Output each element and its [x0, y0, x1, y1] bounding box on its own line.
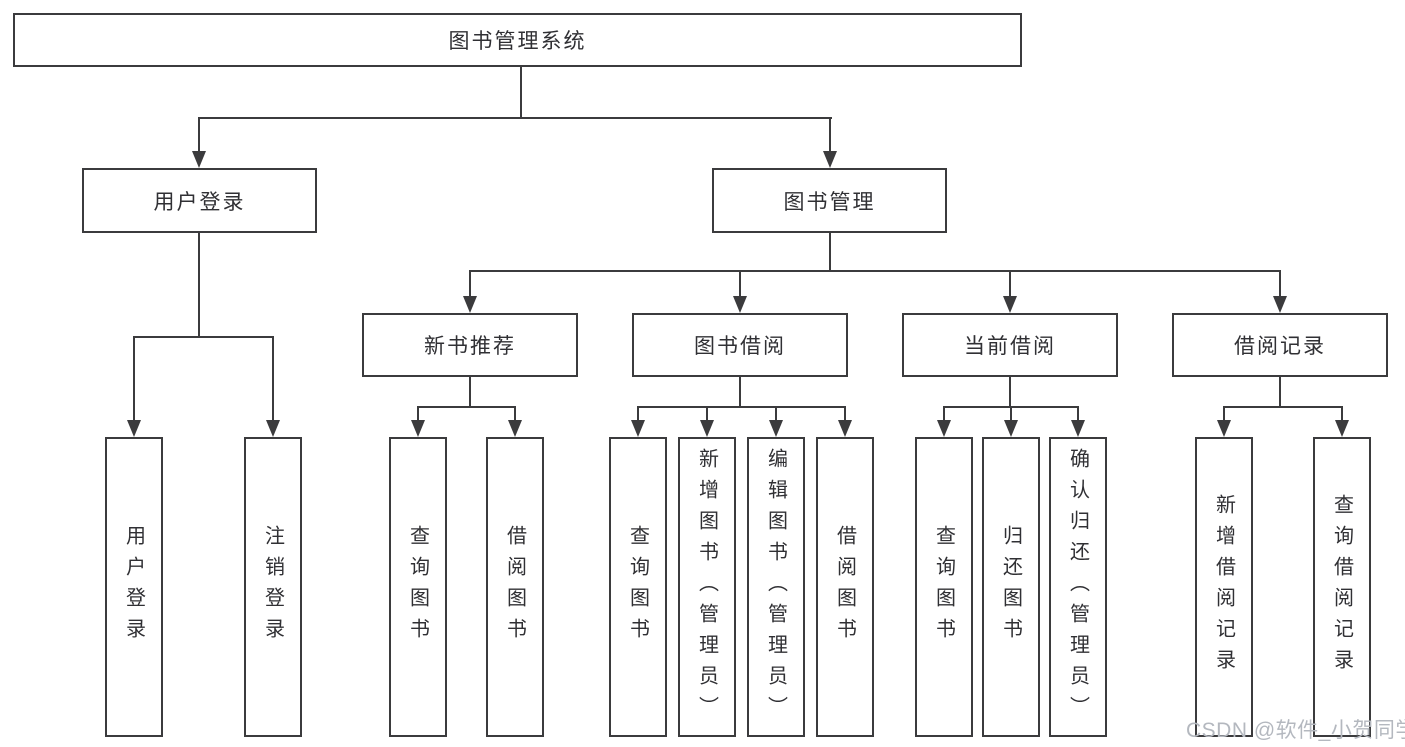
edge-book-borrowing-stem — [739, 377, 741, 406]
arrowhead-book-borrowing-icon — [733, 296, 747, 313]
edge-to-leaf-confirm-return — [1077, 406, 1079, 420]
arrowhead-borrowing-records-icon — [1273, 296, 1287, 313]
leaf-query-books-current-borrowing: 查询图书 — [915, 437, 973, 737]
arrowhead-leaf-logout-icon — [266, 420, 280, 437]
edge-to-leaf-query-books-2 — [637, 406, 639, 420]
node-user-login: 用户登录 — [82, 168, 317, 233]
edge-to-leaf-add-books — [706, 406, 708, 420]
edge-book-management-split — [469, 270, 1281, 272]
leaf-borrow-books-new-books: 借阅图书 — [486, 437, 544, 737]
edge-to-leaf-query-books-1 — [417, 406, 419, 420]
edge-user-login-split — [133, 336, 274, 338]
node-book-borrowing: 图书借阅 — [632, 313, 848, 377]
edge-new-books-stem — [469, 377, 471, 406]
arrowhead-leaf-add-books-icon — [700, 420, 714, 437]
edge-to-leaf-return-books — [1010, 406, 1012, 420]
leaf-user-login: 用户登录 — [105, 437, 163, 737]
edge-to-leaf-add-borrow-record — [1223, 406, 1225, 420]
edge-to-current-borrowing — [1009, 270, 1011, 296]
edge-book-management-stem — [829, 233, 831, 270]
edge-new-books-split — [417, 406, 516, 408]
leaf-add-books-admin: 新增图书（管理员） — [678, 437, 736, 737]
leaf-add-borrow-record: 新增借阅记录 — [1195, 437, 1253, 737]
edge-borrowing-records-stem — [1279, 377, 1281, 406]
edge-root-stem — [520, 67, 522, 117]
node-current-borrowing: 当前借阅 — [902, 313, 1118, 377]
arrowhead-book-management-icon — [823, 151, 837, 168]
node-new-book-recommendation: 新书推荐 — [362, 313, 578, 377]
edge-book-borrowing-split — [637, 406, 846, 408]
arrowhead-current-borrowing-icon — [1003, 296, 1017, 313]
leaf-confirm-return-admin: 确认归还（管理员） — [1049, 437, 1107, 737]
edge-to-leaf-user-login — [133, 336, 135, 420]
edge-to-user-login — [198, 117, 200, 151]
leaf-query-books-new-books: 查询图书 — [389, 437, 447, 737]
leaf-query-books-book-borrowing: 查询图书 — [609, 437, 667, 737]
edge-current-borrowing-stem — [1009, 377, 1011, 406]
edge-to-leaf-borrow-books-2 — [844, 406, 846, 420]
arrowhead-leaf-query-books-2-icon — [631, 420, 645, 437]
edge-root-split — [198, 117, 832, 119]
edge-to-book-management — [829, 117, 831, 151]
arrowhead-leaf-borrow-books-1-icon — [508, 420, 522, 437]
node-library-management-system: 图书管理系统 — [13, 13, 1022, 67]
node-borrowing-records: 借阅记录 — [1172, 313, 1388, 377]
arrowhead-leaf-query-books-3-icon — [937, 420, 951, 437]
arrowhead-leaf-query-books-1-icon — [411, 420, 425, 437]
arrowhead-user-login-icon — [192, 151, 206, 168]
arrowhead-leaf-add-borrow-record-icon — [1217, 420, 1231, 437]
arrowhead-leaf-return-books-icon — [1004, 420, 1018, 437]
edge-to-book-borrowing — [739, 270, 741, 296]
edge-to-leaf-edit-books — [775, 406, 777, 420]
edge-to-new-books — [469, 270, 471, 296]
node-book-management: 图书管理 — [712, 168, 947, 233]
arrowhead-leaf-edit-books-icon — [769, 420, 783, 437]
edge-to-leaf-query-borrow-record — [1341, 406, 1343, 420]
watermark: CSDN @软件_小贺同学 — [1186, 719, 1405, 742]
arrowhead-leaf-borrow-books-2-icon — [838, 420, 852, 437]
arrowhead-leaf-query-borrow-record-icon — [1335, 420, 1349, 437]
leaf-edit-books-admin: 编辑图书（管理员） — [747, 437, 805, 737]
edge-to-leaf-logout — [272, 336, 274, 420]
arrowhead-leaf-confirm-return-icon — [1071, 420, 1085, 437]
leaf-borrow-books-book-borrowing: 借阅图书 — [816, 437, 874, 737]
edge-borrowing-records-split — [1223, 406, 1343, 408]
edge-user-login-stem — [198, 233, 200, 336]
leaf-logout: 注销登录 — [244, 437, 302, 737]
edge-to-leaf-borrow-books-1 — [514, 406, 516, 420]
edge-to-borrowing-records — [1279, 270, 1281, 296]
edge-to-leaf-query-books-3 — [943, 406, 945, 420]
leaf-return-books: 归还图书 — [982, 437, 1040, 737]
arrowhead-leaf-user-login-icon — [127, 420, 141, 437]
arrowhead-new-books-icon — [463, 296, 477, 313]
leaf-query-borrow-record: 查询借阅记录 — [1313, 437, 1371, 737]
